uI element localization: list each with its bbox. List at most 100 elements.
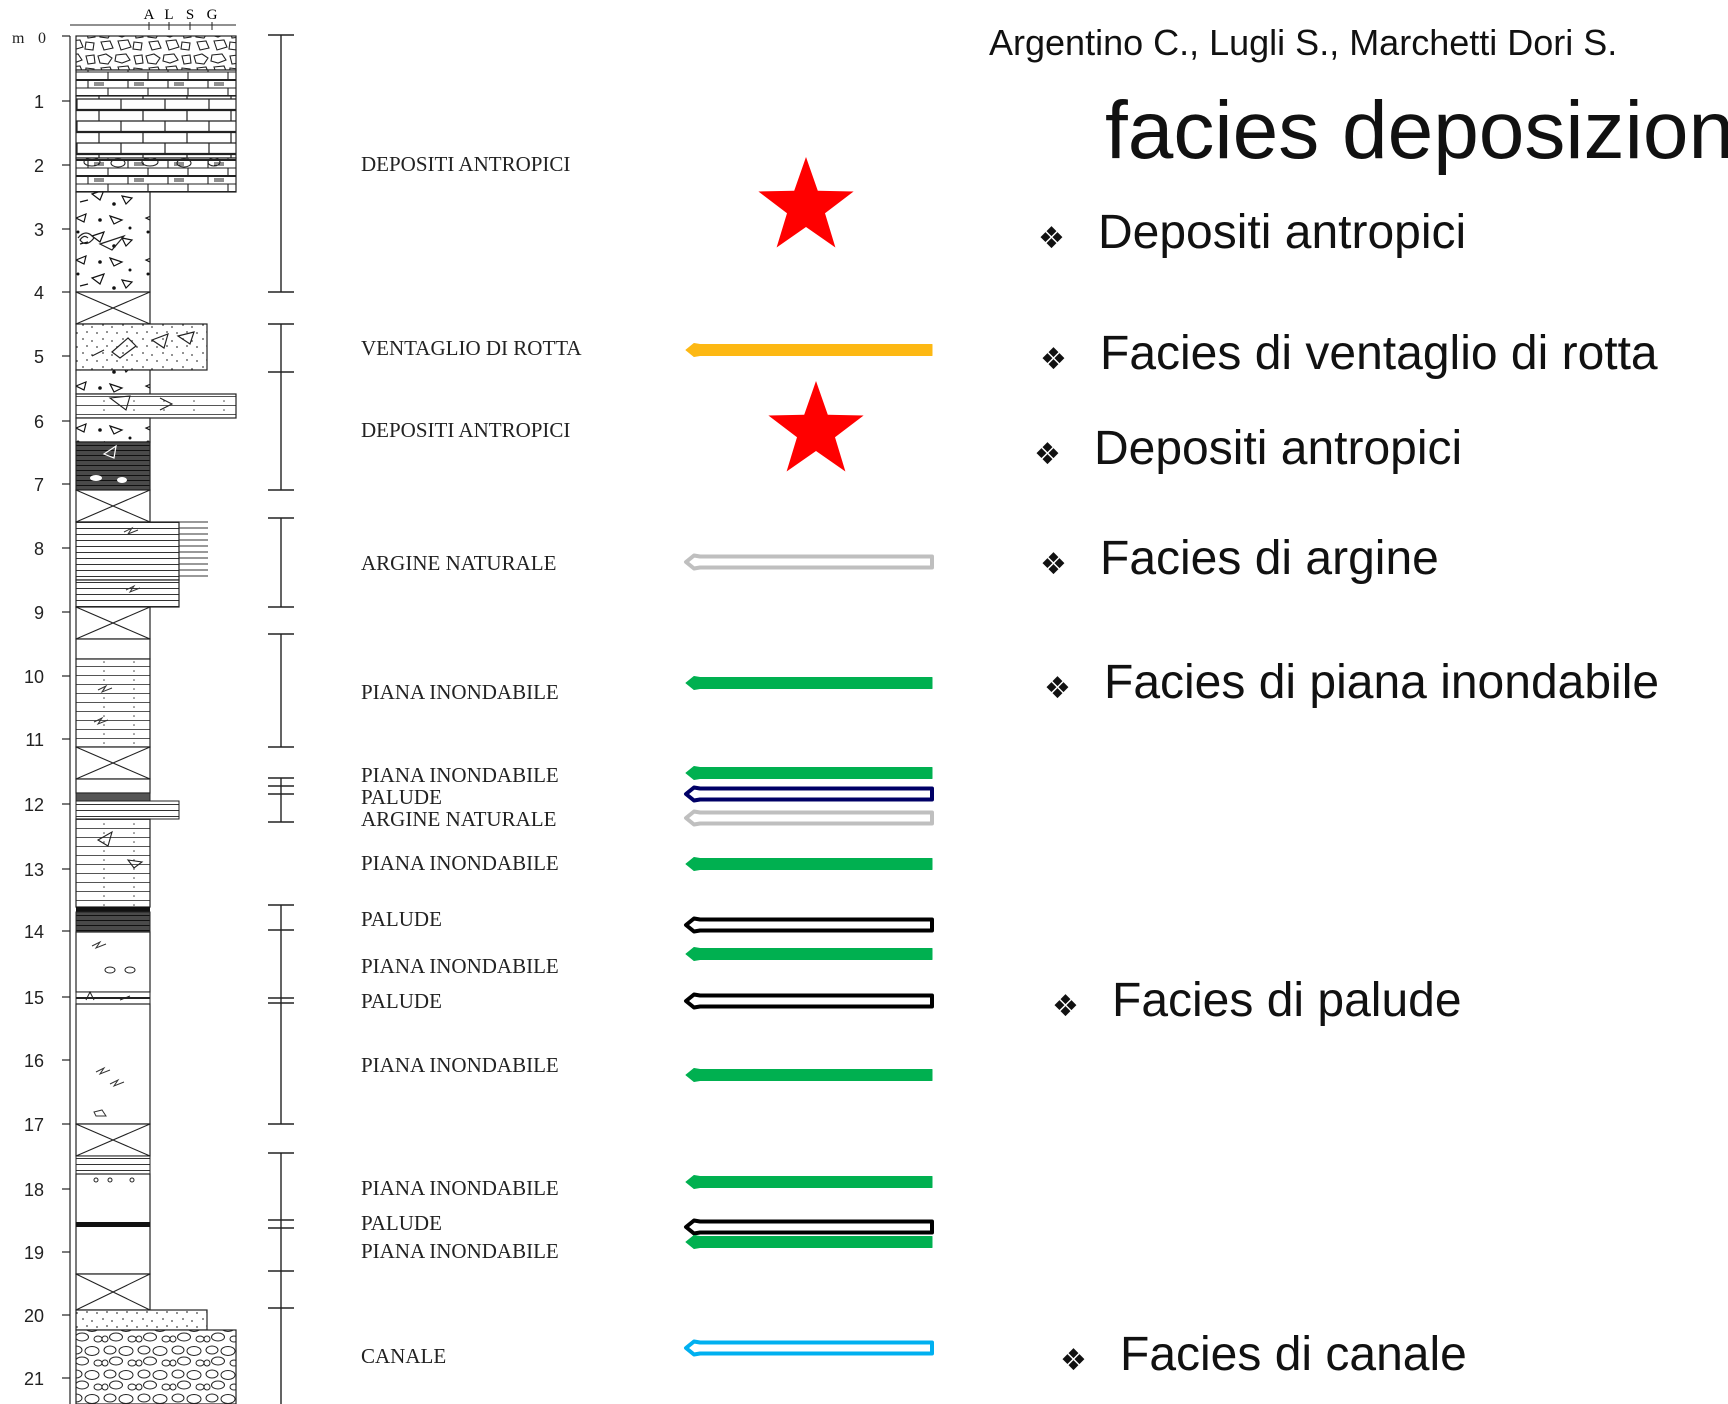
depth-label: 9 bbox=[34, 603, 44, 623]
depth-label: 21 bbox=[24, 1369, 44, 1389]
depth-label: 16 bbox=[24, 1051, 44, 1071]
depth-label: 11 bbox=[25, 730, 44, 750]
facies-label: PIANA INONDABILE bbox=[361, 1176, 559, 1200]
layer-peat bbox=[75, 911, 151, 933]
pebble-row bbox=[83, 157, 221, 168]
facies-arrow bbox=[684, 916, 934, 934]
legend-item: Depositi antropici bbox=[1094, 422, 1462, 475]
facies-label: PIANA INONDABILE bbox=[361, 851, 559, 875]
legend-item: Facies di canale bbox=[1120, 1328, 1467, 1381]
layer-silty-clay bbox=[75, 658, 151, 748]
facies-interval-brackets bbox=[268, 34, 294, 1404]
legend-bullet-icon: ❖ bbox=[1060, 1344, 1087, 1377]
facies-arrow bbox=[684, 1339, 934, 1357]
layer-gravel bbox=[75, 1329, 237, 1404]
grain-header-s: S bbox=[186, 7, 194, 23]
facies-arrow bbox=[685, 1068, 933, 1082]
facies-label: CANALE bbox=[361, 1344, 446, 1368]
authors-line: Argentino C., Lugli S., Marchetti Dori S… bbox=[989, 22, 1617, 63]
page-title: facies deposizion bbox=[1105, 85, 1728, 176]
layer-sand-debris bbox=[75, 323, 208, 371]
facies-label: PALUDE bbox=[361, 989, 442, 1013]
facies-label: PIANA INONDABILE bbox=[361, 1053, 559, 1077]
facies-label: DEPOSITI ANTROPICI bbox=[361, 152, 570, 176]
facies-interpretation-labels: DEPOSITI ANTROPICI VENTAGLIO DI ROTTA DEPO… bbox=[361, 152, 582, 1368]
layer-brick-lower bbox=[75, 157, 237, 193]
depth-unit: m bbox=[12, 30, 25, 47]
depth-label: 0 bbox=[38, 30, 46, 47]
depth-label: 7 bbox=[34, 475, 44, 495]
facies-label: PIANA INONDABILE bbox=[361, 763, 559, 787]
facies-label: PIANA INONDABILE bbox=[361, 680, 559, 704]
legend-item: Facies di piana inondabile bbox=[1104, 656, 1659, 709]
facies-label: VENTAGLIO DI ROTTA bbox=[361, 336, 582, 360]
legend-bullet-icon: ❖ bbox=[1044, 672, 1071, 705]
depth-label: 4 bbox=[34, 283, 44, 303]
layer-brick-upper bbox=[75, 69, 237, 97]
star-marker bbox=[768, 381, 864, 472]
layer-gap bbox=[75, 291, 151, 325]
depth-label: 14 bbox=[24, 922, 44, 942]
depth-label: 10 bbox=[24, 667, 44, 687]
depth-label: 5 bbox=[34, 347, 44, 367]
facies-arrow bbox=[685, 766, 933, 780]
depth-label: 1 bbox=[34, 92, 44, 112]
facies-label: PIANA INONDABILE bbox=[361, 1239, 559, 1263]
grain-header-g: G bbox=[207, 7, 218, 23]
legend-bullet-icon: ❖ bbox=[1040, 548, 1067, 581]
facies-arrow bbox=[685, 343, 933, 357]
facies-markers bbox=[684, 157, 934, 1357]
grain-size-header: A L S G bbox=[70, 7, 236, 30]
facies-label: PALUDE bbox=[361, 907, 442, 931]
grain-header-l: L bbox=[164, 7, 173, 23]
layer-debris bbox=[75, 191, 151, 293]
facies-arrow bbox=[684, 553, 934, 571]
facies-arrow bbox=[684, 785, 934, 803]
facies-arrow bbox=[684, 992, 934, 1010]
legend-bullet-icon: ❖ bbox=[1038, 222, 1065, 255]
facies-arrow bbox=[685, 676, 933, 690]
facies-arrow bbox=[685, 1235, 933, 1249]
depth-label: 17 bbox=[24, 1115, 44, 1135]
depth-label: 20 bbox=[24, 1306, 44, 1326]
legend-item: Facies di palude bbox=[1112, 974, 1462, 1027]
facies-arrow bbox=[684, 1218, 934, 1236]
facies-label: PALUDE bbox=[361, 785, 442, 809]
legend-item: Facies di argine bbox=[1100, 532, 1439, 585]
depth-label: 15 bbox=[24, 988, 44, 1008]
legend-item: Facies di ventaglio di rotta bbox=[1100, 327, 1658, 380]
depth-label: 18 bbox=[24, 1180, 44, 1200]
layer-dark-clay bbox=[75, 441, 151, 491]
depth-label: 19 bbox=[24, 1243, 44, 1263]
facies-legend: ❖ Depositi antropici ❖ Facies di ventaglio … bbox=[1034, 206, 1659, 1381]
layer-brick bbox=[75, 95, 237, 159]
lithology-layers bbox=[75, 35, 237, 1404]
depth-label: 6 bbox=[34, 412, 44, 432]
legend-bullet-icon: ❖ bbox=[1040, 343, 1067, 376]
facies-arrow bbox=[685, 947, 933, 961]
legend-bullet-icon: ❖ bbox=[1052, 990, 1079, 1023]
facies-arrow bbox=[685, 857, 933, 871]
depth-label: 3 bbox=[34, 220, 44, 240]
depth-label: 8 bbox=[34, 539, 44, 559]
layer-silt-brick bbox=[75, 393, 237, 419]
facies-arrow bbox=[685, 1175, 933, 1189]
facies-arrow bbox=[684, 809, 934, 827]
facies-label: PIANA INONDABILE bbox=[361, 954, 559, 978]
depth-label: 12 bbox=[24, 795, 44, 815]
legend-bullet-icon: ❖ bbox=[1034, 438, 1061, 471]
facies-label: ARGINE NATURALE bbox=[361, 551, 556, 575]
legend-item: Depositi antropici bbox=[1098, 206, 1466, 259]
depth-label: 13 bbox=[24, 860, 44, 880]
facies-label: DEPOSITI ANTROPICI bbox=[361, 418, 570, 442]
star-marker bbox=[758, 157, 854, 248]
stratigraphic-column: A L S G 0m123456789101112131415161718192… bbox=[12, 7, 294, 1404]
facies-label: ARGINE NATURALE bbox=[361, 807, 556, 831]
layer-silt bbox=[75, 1003, 151, 1125]
grain-header-a: A bbox=[144, 7, 155, 23]
depth-label: 2 bbox=[34, 156, 44, 176]
facies-label: PALUDE bbox=[361, 1211, 442, 1235]
layer-rubble bbox=[75, 35, 237, 71]
